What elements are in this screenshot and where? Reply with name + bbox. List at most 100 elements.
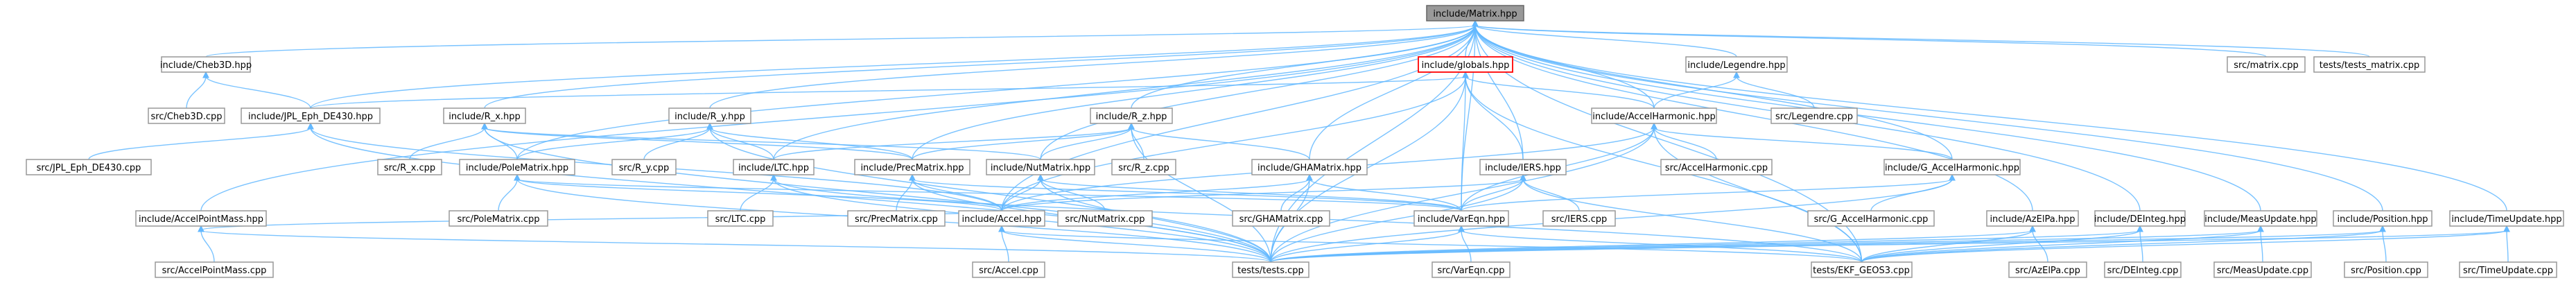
node-label: src/Legendre.cpp (1775, 112, 1853, 122)
node-azelpa-hpp[interactable]: include/AzElPa.hpp (1986, 210, 2079, 227)
node-label: src/R_z.cpp (1118, 163, 1169, 173)
node-cheb3d-hpp[interactable]: include/Cheb3D.hpp (160, 56, 252, 73)
node-ltc-hpp[interactable]: include/LTC.hpp (733, 159, 815, 175)
edge-nutmatrix_hpp-to-rx_hpp (484, 127, 1041, 160)
edge-nutmatrix_hpp-to-rz_hpp (1040, 127, 1132, 160)
node-label: src/PoleMatrix.cpp (457, 214, 539, 225)
node-ry-hpp[interactable]: include/R_y.hpp (668, 107, 751, 124)
node-ghamatrix-hpp[interactable]: include/GHAMatrix.hpp (1251, 159, 1368, 175)
arrowhead-tests_ekf_cpp-to-timeupdate_hpp (2503, 225, 2510, 232)
edge-accel_hpp-to-iers_hpp (1001, 178, 1524, 211)
node-src-g-accelharmonic-cpp[interactable]: src/G_AccelHarmonic.cpp (1807, 210, 1935, 227)
arrowhead-tests_ekf_cpp-to-position_hpp (2379, 225, 2386, 232)
edge-src_g_accelharmonic_cpp-to-g_accelharmonic_hpp (1870, 178, 1953, 211)
node-label: src/PrecMatrix.cpp (855, 214, 938, 225)
edge-src_deinteg_cpp-to-deinteg_hpp (2139, 230, 2143, 263)
node-legendre-hpp[interactable]: include/Legendre.hpp (1685, 56, 1788, 73)
node-label: src/R_x.cpp (384, 163, 435, 173)
node-tests-ekf-cpp[interactable]: tests/EKF_GEOS3.cpp (1811, 261, 1913, 278)
node-globals-hpp[interactable]: include/globals.hpp (1418, 56, 1513, 73)
edge-src_accel_cpp-to-accel_hpp (1001, 230, 1009, 263)
node-label: src/LTC.cpp (715, 214, 766, 225)
node-accel-hpp[interactable]: include/Accel.hpp (958, 210, 1045, 227)
edge-rx_hpp-to-matrix_hpp (484, 24, 1476, 109)
node-src-polematrix-cpp[interactable]: src/PoleMatrix.cpp (449, 210, 548, 227)
edge-vareqn_hpp-to-g_accelharmonic_hpp (1461, 178, 1953, 211)
node-src-nutmatrix-cpp[interactable]: src/NutMatrix.cpp (1057, 210, 1153, 227)
node-timeupdate-hpp[interactable]: include/TimeUpdate.hpp (2449, 210, 2564, 227)
node-src-rx-cpp[interactable]: src/R_x.cpp (377, 159, 442, 175)
node-src-deinteg-cpp[interactable]: src/DEInteg.cpp (2104, 261, 2182, 278)
node-src-azelpa-cpp[interactable]: src/AzElPa.cpp (2008, 261, 2087, 278)
node-src-rz-cpp[interactable]: src/R_z.cpp (1111, 159, 1176, 175)
node-precmatrix-hpp[interactable]: include/PrecMatrix.hpp (854, 159, 971, 175)
edge-accel_hpp-to-nutmatrix_hpp (1001, 178, 1041, 211)
node-measupdate-hpp[interactable]: include/MeasUpdate.hpp (2204, 210, 2317, 227)
edge-src_polematrix_cpp-to-polematrix_hpp (498, 178, 518, 211)
node-vareqn-hpp[interactable]: include/VarEqn.hpp (1413, 210, 1509, 227)
arrowhead-tests_ekf_cpp-to-vareqn_hpp (1458, 225, 1465, 232)
node-rx-hpp[interactable]: include/R_x.hpp (443, 107, 526, 124)
node-src-ghamatrix-cpp[interactable]: src/GHAMatrix.cpp (1232, 210, 1330, 227)
edge-timeupdate_hpp-to-matrix_hpp (1474, 24, 2507, 211)
node-label: include/NutMatrix.hpp (991, 163, 1090, 173)
node-src-vareqn-cpp[interactable]: src/VarEqn.cpp (1431, 261, 1511, 278)
edge-precmatrix_hpp-to-matrix_hpp (912, 24, 1476, 160)
edge-accelharmonic_hpp-to-legendre_hpp (1653, 76, 1737, 109)
node-src-cheb3d-cpp[interactable]: src/Cheb3D.cpp (148, 107, 225, 124)
node-label: include/VarEqn.hpp (1418, 214, 1505, 225)
arrowhead-tests_cpp-to-ry_hpp (706, 122, 713, 130)
node-deinteg-hpp[interactable]: include/DEInteg.hpp (2094, 210, 2186, 227)
edge-vareqn_hpp-to-precmatrix_hpp (912, 178, 1462, 211)
edge-accel_hpp-to-matrix_hpp (1001, 24, 1476, 211)
arrowhead-tests_cpp-to-rx_hpp (481, 122, 488, 130)
node-label: include/AccelHarmonic.hpp (1592, 112, 1715, 122)
edge-vareqn_hpp-to-matrix_hpp (1461, 24, 1476, 211)
edge-position_hpp-to-matrix_hpp (1474, 24, 2383, 211)
node-src-legendre-cpp[interactable]: src/Legendre.cpp (1770, 107, 1858, 124)
edge-src_legendre_cpp-to-legendre_hpp (1736, 76, 1815, 109)
edge-tests_cpp-to-accelpointmass_hpp (200, 230, 1271, 263)
arrowhead-tests_ekf_cpp-to-azelpa_hpp (2029, 225, 2036, 232)
node-src-accelpointmass-cpp[interactable]: src/AccelPointMass.cpp (155, 261, 274, 278)
node-rz-hpp[interactable]: include/R_z.hpp (1090, 107, 1173, 124)
edge-tests_ekf_cpp-to-accelharmonic_hpp (1653, 127, 1863, 263)
edge-precmatrix_hpp-to-rz_hpp (912, 127, 1132, 160)
node-label: include/R_x.hpp (449, 112, 521, 122)
node-src-ry-cpp[interactable]: src/R_y.cpp (611, 159, 677, 175)
node-polematrix-hpp[interactable]: include/PoleMatrix.hpp (459, 159, 575, 175)
edge-src_ghamatrix_cpp-to-ghamatrix_hpp (1280, 178, 1310, 211)
edge-accel_hpp-to-polematrix_hpp (516, 178, 1002, 211)
node-src-jpl-eph-cpp[interactable]: src/JPL_Eph_DE430.cpp (26, 159, 152, 175)
node-src-position-cpp[interactable]: src/Position.cpp (2344, 261, 2428, 278)
edge-accel_hpp-to-precmatrix_hpp (912, 178, 1002, 211)
node-src-iers-cpp[interactable]: src/IERS.cpp (1542, 210, 1616, 227)
node-label: src/matrix.cpp (2234, 60, 2299, 71)
node-jpl-eph-hpp[interactable]: include/JPL_Eph_DE430.hpp (241, 107, 381, 124)
node-src-timeupdate-cpp[interactable]: src/TimeUpdate.cpp (2459, 261, 2557, 278)
node-g-accelharmonic-hpp[interactable]: include/G_AccelHarmonic.hpp (1883, 159, 2021, 175)
edge-src_vareqn_cpp-to-vareqn_hpp (1461, 230, 1472, 263)
node-position-hpp[interactable]: include/Position.hpp (2333, 210, 2433, 227)
edge-ltc_hpp-to-rz_hpp (773, 127, 1132, 160)
node-src-accelharmonic-cpp[interactable]: src/AccelHarmonic.cpp (1660, 159, 1773, 175)
node-src-ltc-cpp[interactable]: src/LTC.cpp (707, 210, 774, 227)
edge-src_matrix_cpp-to-matrix_hpp (1474, 24, 2267, 58)
node-iers-hpp[interactable]: include/IERS.hpp (1479, 159, 1567, 175)
node-src-measupdate-cpp[interactable]: src/MeasUpdate.cpp (2213, 261, 2312, 278)
arrowhead-tests_cpp-to-accelpointmass_hpp (198, 225, 204, 232)
node-matrix-hpp[interactable]: include/Matrix.hpp (1426, 5, 1524, 21)
edge-tests_cpp-to-accelharmonic_hpp (1270, 127, 1655, 263)
node-src-matrix-cpp[interactable]: src/matrix.cpp (2227, 56, 2306, 73)
node-accelharmonic-hpp[interactable]: include/AccelHarmonic.hpp (1591, 107, 1717, 124)
node-nutmatrix-hpp[interactable]: include/NutMatrix.hpp (986, 159, 1095, 175)
node-src-precmatrix-cpp[interactable]: src/PrecMatrix.cpp (847, 210, 946, 227)
node-src-accel-cpp[interactable]: src/Accel.cpp (972, 261, 1045, 278)
node-tests-matrix-cpp[interactable]: tests/tests_matrix.cpp (2313, 56, 2426, 73)
node-label: include/Legendre.hpp (1687, 60, 1785, 71)
arrowhead-tests_ekf_cpp-to-measupdate_hpp (2257, 225, 2264, 232)
node-accelpointmass-hpp[interactable]: include/AccelPointMass.hpp (135, 210, 267, 227)
node-tests-cpp[interactable]: tests/tests.cpp (1232, 261, 1309, 278)
node-label: src/AccelPointMass.cpp (162, 266, 267, 276)
edge-tests_ekf_cpp-to-timeupdate_hpp (1861, 230, 2507, 263)
